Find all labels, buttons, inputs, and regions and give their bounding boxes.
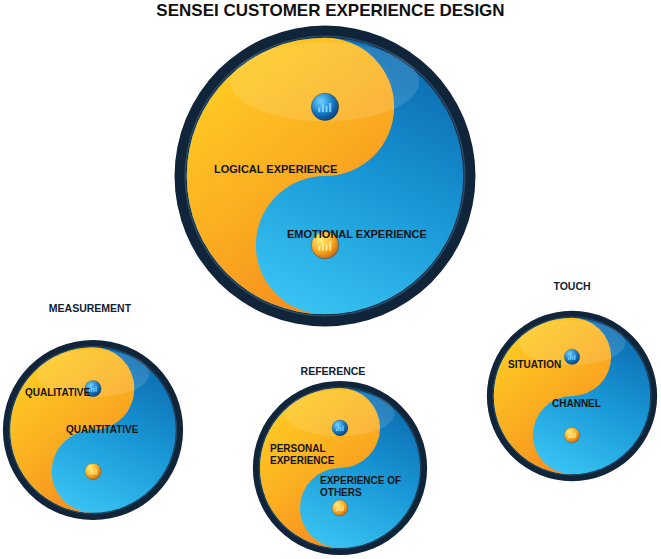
bar-icon xyxy=(93,471,94,475)
orange-dot xyxy=(564,427,579,442)
circle-heading: REFERENCE xyxy=(301,365,366,377)
yin-yang-node: TOUCHSITUATIONCHANNEL xyxy=(486,310,658,482)
gloss xyxy=(519,320,626,365)
bar-icon xyxy=(322,243,324,251)
bar-icon xyxy=(568,436,569,439)
circle-label: QUALITATIVE xyxy=(25,387,90,400)
bar-icon xyxy=(325,244,327,250)
circle-heading: TOUCH xyxy=(553,280,590,292)
bar-icon xyxy=(570,356,571,360)
diagram-title: SENSEI CUSTOMER EXPERIENCE DESIGN xyxy=(0,1,661,21)
orange-dot xyxy=(85,463,101,479)
bar-icon xyxy=(322,105,324,113)
bar-icon xyxy=(572,356,573,359)
yin-yang-circle xyxy=(173,24,477,328)
bar-icon xyxy=(574,355,575,360)
blue-half xyxy=(494,318,651,475)
outer-ring xyxy=(3,340,183,520)
bar-icon xyxy=(325,106,327,112)
bar-icon xyxy=(329,103,331,112)
yin-yang-node: LOGICAL EXPERIENCE EMOTIONAL EXPERIENCE xyxy=(173,24,477,328)
circle-label: CHANNEL xyxy=(552,398,601,411)
circle-label: SITUATION xyxy=(508,359,561,372)
yin-yang-node: MEASUREMENTQUALITATIVEQUANTITATIVE xyxy=(2,339,184,521)
circle-label: QUANTITATIVE xyxy=(66,424,138,437)
blue-dot xyxy=(564,349,579,364)
blue-half xyxy=(187,38,464,315)
bar-icon xyxy=(340,508,341,512)
ring-highlight xyxy=(259,387,421,549)
bar-icon xyxy=(336,428,337,431)
bar-icon xyxy=(572,435,573,438)
bar-icon xyxy=(95,469,96,474)
circle-label: PERSONAL EXPERIENCE xyxy=(270,443,356,468)
gloss xyxy=(231,42,419,121)
outer-ring xyxy=(253,381,427,555)
bar-icon xyxy=(318,246,320,251)
bar-icon xyxy=(318,108,320,113)
blue-half xyxy=(10,347,176,513)
yin-yang-circle xyxy=(252,380,428,556)
bar-icon xyxy=(336,508,337,511)
bar-icon xyxy=(574,433,575,438)
yin-yang-node: REFERENCEPERSONAL EXPERIENCEEXPERIENCE O… xyxy=(252,380,428,556)
bar-icon xyxy=(340,428,341,432)
bar-icon xyxy=(91,470,92,475)
ring-highlight xyxy=(185,36,465,316)
blue-dot xyxy=(332,420,348,436)
bar-icon xyxy=(338,427,339,431)
bar-icon xyxy=(89,472,90,475)
ring-highlight xyxy=(9,346,176,513)
circle-heading: MEASUREMENT xyxy=(49,302,131,314)
outer-ring xyxy=(487,311,657,481)
gloss xyxy=(285,391,394,437)
yin-yang-circle xyxy=(486,310,658,482)
blue-half xyxy=(260,388,420,548)
bar-icon xyxy=(338,507,339,511)
bar-icon xyxy=(342,506,343,511)
bar-icon xyxy=(95,386,96,391)
circle-label: LOGICAL EXPERIENCE xyxy=(214,163,337,177)
circle-label: EMOTIONAL EXPERIENCE xyxy=(287,228,427,242)
circle-label: EXPERIENCE OF OTHERS xyxy=(320,475,404,500)
bar-icon xyxy=(93,388,94,392)
bar-icon xyxy=(342,426,343,431)
bar-icon xyxy=(570,434,571,438)
bar-icon xyxy=(568,357,569,360)
orange-dot xyxy=(332,500,348,516)
blue-dot xyxy=(311,93,338,120)
bar-icon xyxy=(91,387,92,392)
outer-ring xyxy=(175,26,476,327)
ring-highlight xyxy=(493,317,651,475)
bar-icon xyxy=(329,241,331,250)
